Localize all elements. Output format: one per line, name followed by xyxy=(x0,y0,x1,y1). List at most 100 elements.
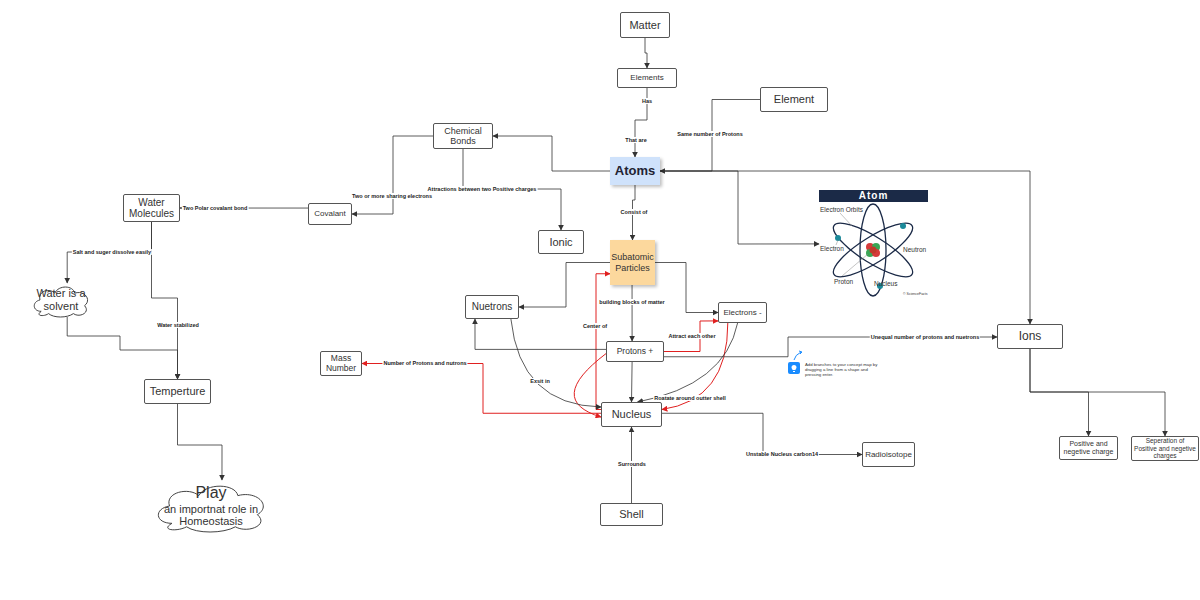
concept-box: Ions xyxy=(997,324,1063,349)
proton-dot xyxy=(870,247,877,254)
part-label: © ScienceFacts xyxy=(903,292,928,296)
concept-box: Matter xyxy=(620,12,670,38)
concept-box: Atoms xyxy=(610,157,660,185)
connector xyxy=(662,413,862,454)
connector xyxy=(511,319,601,407)
node-title: Water Molecules xyxy=(126,197,177,220)
connector xyxy=(1030,349,1165,436)
node-title: Covalant xyxy=(314,209,346,218)
node-title: Elements xyxy=(630,73,663,82)
edge-label: Number of Protons and nutrons xyxy=(382,360,467,366)
node-title: Chemical Bonds xyxy=(436,126,490,147)
concept-box: Nuetrons xyxy=(465,295,519,319)
concept-box: Mass Number xyxy=(320,351,362,376)
leader-line xyxy=(836,240,838,245)
connector xyxy=(660,100,760,172)
connector xyxy=(638,323,738,402)
electron-dot xyxy=(900,223,906,229)
edge-label: Attractions between two Positive charges xyxy=(427,186,538,192)
cloud-node: Playan importnat role in Homeostasis xyxy=(150,480,272,532)
edge-label: Unequal number of protons and nuetrons xyxy=(870,334,980,340)
hint-icon xyxy=(788,362,800,374)
edge-label: Same number of Protons xyxy=(676,131,743,137)
concept-box: Protons + xyxy=(606,341,664,362)
node-title: Positive and negetive charge xyxy=(1062,440,1115,456)
connector xyxy=(352,136,433,214)
edge-label: Unstable Nucleus carbon14 xyxy=(745,451,819,457)
node-title: Matter xyxy=(629,19,660,32)
node-title: Nucleus xyxy=(612,408,652,421)
concept-box: Subatomic Particles xyxy=(610,240,655,285)
node-title: Play xyxy=(195,484,226,502)
concept-box: Ionic xyxy=(538,230,584,254)
bulb-symbol xyxy=(792,365,797,372)
concept-box: Shell xyxy=(600,503,663,526)
connector xyxy=(664,321,718,352)
leader-line xyxy=(842,254,868,276)
concept-box: Electrons - xyxy=(718,302,767,323)
connector xyxy=(152,222,178,379)
node-title: Nuetrons xyxy=(472,301,513,313)
node-title: Ionic xyxy=(549,236,572,249)
connector xyxy=(660,171,1030,324)
edge-label: Center of xyxy=(582,323,608,329)
concept-box: Radioisotope xyxy=(862,442,915,467)
edge-label: Surrounds xyxy=(617,461,647,467)
concept-box: Seperation of Positive and negetive char… xyxy=(1131,436,1199,461)
node-title: Temperture xyxy=(150,385,206,398)
node-title: Seperation of Positive and negetive char… xyxy=(1134,437,1196,459)
edge-label: Roatate around outter shell xyxy=(653,395,727,401)
concept-box: Chemical Bonds xyxy=(433,123,493,149)
node-title: Shell xyxy=(619,508,643,521)
node-title: Mass Number xyxy=(323,354,359,374)
connector xyxy=(67,222,151,283)
concept-box: Temperture xyxy=(144,379,211,404)
edge-label: Two Polar covalant bond xyxy=(182,205,249,211)
edge-label: Has xyxy=(641,98,653,104)
concept-box: Elements xyxy=(617,68,677,88)
node-title: Ions xyxy=(1019,330,1042,344)
edge-label: Water stabilized xyxy=(156,322,200,328)
edge-note: That are xyxy=(624,137,647,143)
node-title: Water is a solvent xyxy=(32,287,90,312)
connector xyxy=(660,171,819,244)
concept-box: Water Molecules xyxy=(123,194,180,222)
node-title: Electrons - xyxy=(723,308,761,317)
edge-label: Attract each other xyxy=(667,333,716,339)
concept-box: Covalant xyxy=(308,203,352,225)
hint-note: Add branches to your concept map by drag… xyxy=(805,362,879,377)
connector xyxy=(632,285,633,341)
concept-box: Nucleus xyxy=(601,402,662,427)
node-title: Subatomic Particles xyxy=(611,252,654,273)
nucleus-cluster xyxy=(866,243,880,257)
concept-box: Positive and negetive charge xyxy=(1059,436,1118,460)
cloud-node: Water is a solvent xyxy=(30,283,92,317)
leader-line xyxy=(840,213,852,226)
hint-arrow xyxy=(799,351,802,354)
connector xyxy=(178,404,223,480)
connector xyxy=(493,136,610,171)
concept-box: Element xyxy=(760,87,828,112)
connector xyxy=(1030,349,1089,436)
connector xyxy=(631,362,633,402)
node-title: Atom xyxy=(819,190,928,202)
node-title: Atoms xyxy=(615,164,655,179)
connector xyxy=(362,364,601,414)
edge-label: Consist of xyxy=(620,209,649,215)
part-label: Neutron xyxy=(903,246,926,254)
edge-label: Two or more sharing electrons xyxy=(351,193,433,199)
part-label: Electron Orbits xyxy=(820,206,863,214)
node-title: Radioisotope xyxy=(865,450,912,459)
edge-label: building blocks of matter xyxy=(598,299,665,305)
edge-label: Exsit in xyxy=(529,378,551,384)
hint-arrow xyxy=(794,352,801,360)
connector xyxy=(645,38,647,68)
node-title: Protons + xyxy=(617,347,654,357)
part-label: Nucleus xyxy=(874,280,897,288)
edge-label: Salt and suger dissolve easily xyxy=(72,249,152,255)
part-label: Electron xyxy=(820,245,844,253)
part-label: Proton xyxy=(834,278,853,286)
node-body: an importnat role in Homeostasis xyxy=(152,503,270,528)
node-title: Element xyxy=(774,93,814,106)
